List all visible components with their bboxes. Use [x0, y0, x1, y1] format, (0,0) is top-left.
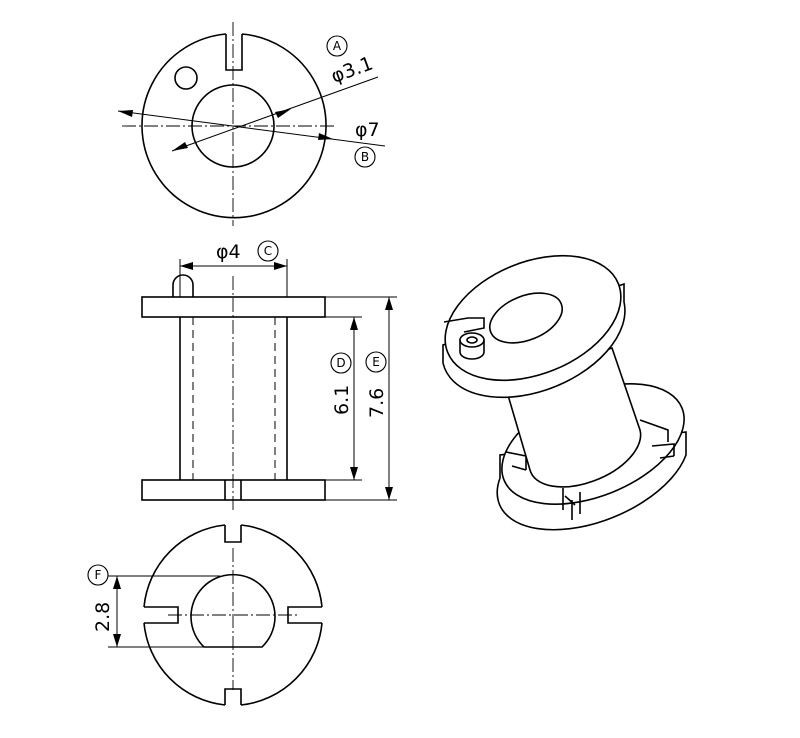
marker-b-bubble: [354, 146, 376, 168]
iso-slot-front: [562, 488, 581, 514]
iso-top-flange: [442, 254, 626, 399]
arrow-head: [180, 262, 193, 270]
marker-b-text: B: [361, 150, 369, 164]
arrow-head: [385, 297, 393, 310]
bottom-flange-arc: [143, 524, 226, 608]
marker-f-text: F: [95, 568, 102, 582]
iso-pin-top: [459, 332, 485, 348]
iso-top-flange-face: [444, 254, 622, 382]
top-view: φ3.1 φ7 A B: [117, 22, 386, 226]
arrow-head: [113, 576, 121, 589]
bottom-slot-bottom: [224, 688, 242, 705]
pin-boss: [172, 274, 194, 297]
d-pin-label: φ3.1: [328, 52, 376, 87]
arrow-head: [113, 634, 121, 647]
front-view: φ4 C 6.1 D 7.6 E: [141, 240, 397, 512]
arrow-head: [172, 142, 188, 151]
bottom-flange-arc: [143, 622, 226, 706]
arrow-head: [275, 109, 291, 118]
d-core-label: φ4: [216, 241, 241, 263]
top-flange-outline: [141, 33, 327, 219]
arrow-head: [350, 467, 358, 480]
marker-e-text: E: [372, 355, 380, 369]
iso-pin: [459, 332, 485, 360]
bottom-slot-top: [224, 525, 242, 543]
iso-top-slot: [443, 317, 485, 333]
top-flange-rect: [141, 296, 326, 318]
top-slot: [225, 34, 243, 71]
marker-f-bubble: [87, 564, 109, 586]
bottom-flange-rect: [141, 479, 326, 501]
h-inner-label: 6.1: [331, 385, 353, 415]
pin-hole-circle: [174, 66, 198, 90]
marker-a-text: A: [333, 39, 342, 53]
marker-d-bubble: [330, 352, 352, 374]
arrow-head: [385, 487, 393, 500]
iso-top-bore: [489, 292, 563, 344]
isometric-view: [442, 254, 687, 531]
d-pin-leader: [171, 76, 379, 152]
marker-c-text: C: [264, 244, 272, 258]
d-bore-label: φ7: [355, 119, 380, 141]
h-total-label: 7.6: [366, 388, 388, 418]
bottom-flange-arc: [240, 524, 323, 608]
iso-slot-right: [651, 443, 675, 459]
w-hole-label: 2.8: [92, 602, 114, 632]
iso-slot-front-inner: [564, 495, 576, 520]
bottom-d-hole: [190, 573, 276, 648]
marker-c-bubble: [257, 240, 279, 262]
arrow-head: [350, 317, 358, 330]
bottom-flange-arc: [240, 622, 323, 706]
arrow-head: [118, 110, 133, 117]
arrow-head: [318, 133, 333, 140]
bottom-slot-right: [287, 606, 322, 624]
marker-d-text: D: [336, 356, 345, 370]
marker-a-bubble: [326, 35, 348, 57]
iso-slot-back: [639, 419, 669, 442]
iso-pin-hole: [466, 336, 478, 344]
d-bore-leader: [117, 110, 386, 147]
arrow-head: [274, 262, 287, 270]
marker-e-bubble: [365, 351, 387, 373]
bottom-view: 2.8 F: [87, 524, 323, 706]
